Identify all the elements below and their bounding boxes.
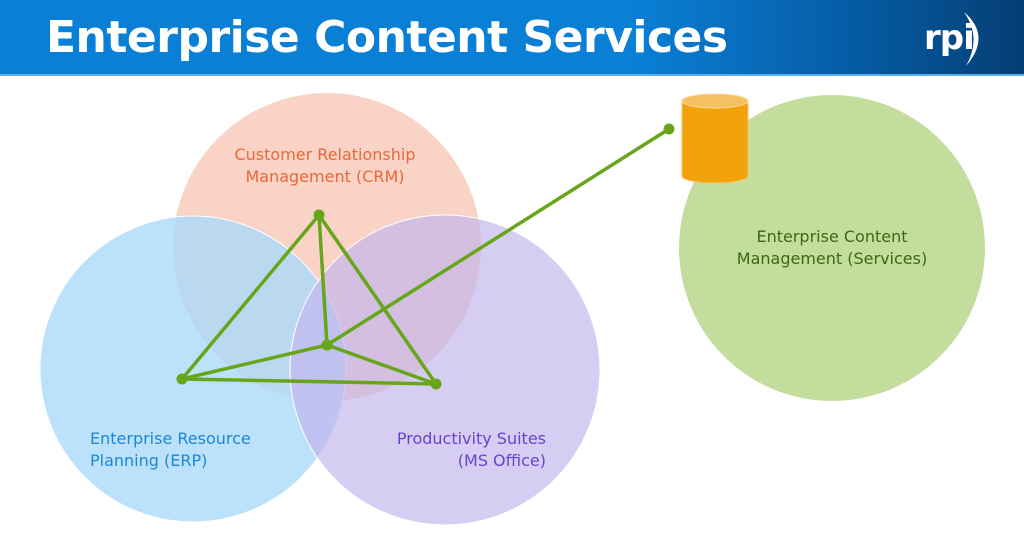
ms-label-line-1: Productivity Suites bbox=[396, 429, 546, 448]
edge-hub-repository bbox=[325, 127, 671, 347]
erp-label-line-1: Enterprise Resource bbox=[90, 429, 251, 448]
connector-lines bbox=[180, 127, 671, 386]
page-title: Enterprise Content Services bbox=[46, 12, 728, 63]
edge-crm-hub bbox=[317, 213, 329, 347]
crm-node bbox=[313, 209, 325, 221]
ms-node bbox=[430, 378, 442, 390]
ecm-circle bbox=[679, 95, 985, 401]
crm-label-line-2: Management (CRM) bbox=[245, 167, 405, 186]
repository-node bbox=[663, 123, 675, 135]
hub-node bbox=[321, 339, 333, 351]
erp-node bbox=[176, 373, 188, 385]
erp-label-line-2: Planning (ERP) bbox=[90, 451, 208, 470]
logo-text: rpi bbox=[924, 18, 975, 58]
ms-circle bbox=[289, 214, 601, 526]
edge-crm-erp bbox=[180, 213, 321, 381]
erp-label: Enterprise Resource Planning (ERP) bbox=[90, 428, 310, 472]
crm-label-line-1: Customer Relationship bbox=[234, 145, 416, 164]
logo-arc-icon bbox=[964, 12, 979, 66]
edge-erp-hub bbox=[180, 343, 329, 381]
ms-label-line-2: (MS Office) bbox=[457, 451, 546, 470]
edge-crm-ms bbox=[317, 213, 438, 386]
edge-ms-hub bbox=[325, 343, 438, 386]
crm-label: Customer Relationship Management (CRM) bbox=[220, 144, 430, 188]
rpi-logo: rpi bbox=[920, 6, 990, 70]
header-bar: Enterprise Content Services rpi bbox=[0, 0, 1024, 76]
ecm-label-line-1: Enterprise Content bbox=[756, 227, 908, 246]
edge-erp-ms bbox=[180, 377, 438, 386]
database-icon bbox=[681, 93, 749, 184]
ecm-label: Enterprise Content Management (Services) bbox=[722, 226, 942, 270]
ms-label: Productivity Suites (MS Office) bbox=[380, 428, 546, 472]
ecm-label-line-2: Management (Services) bbox=[736, 249, 928, 268]
